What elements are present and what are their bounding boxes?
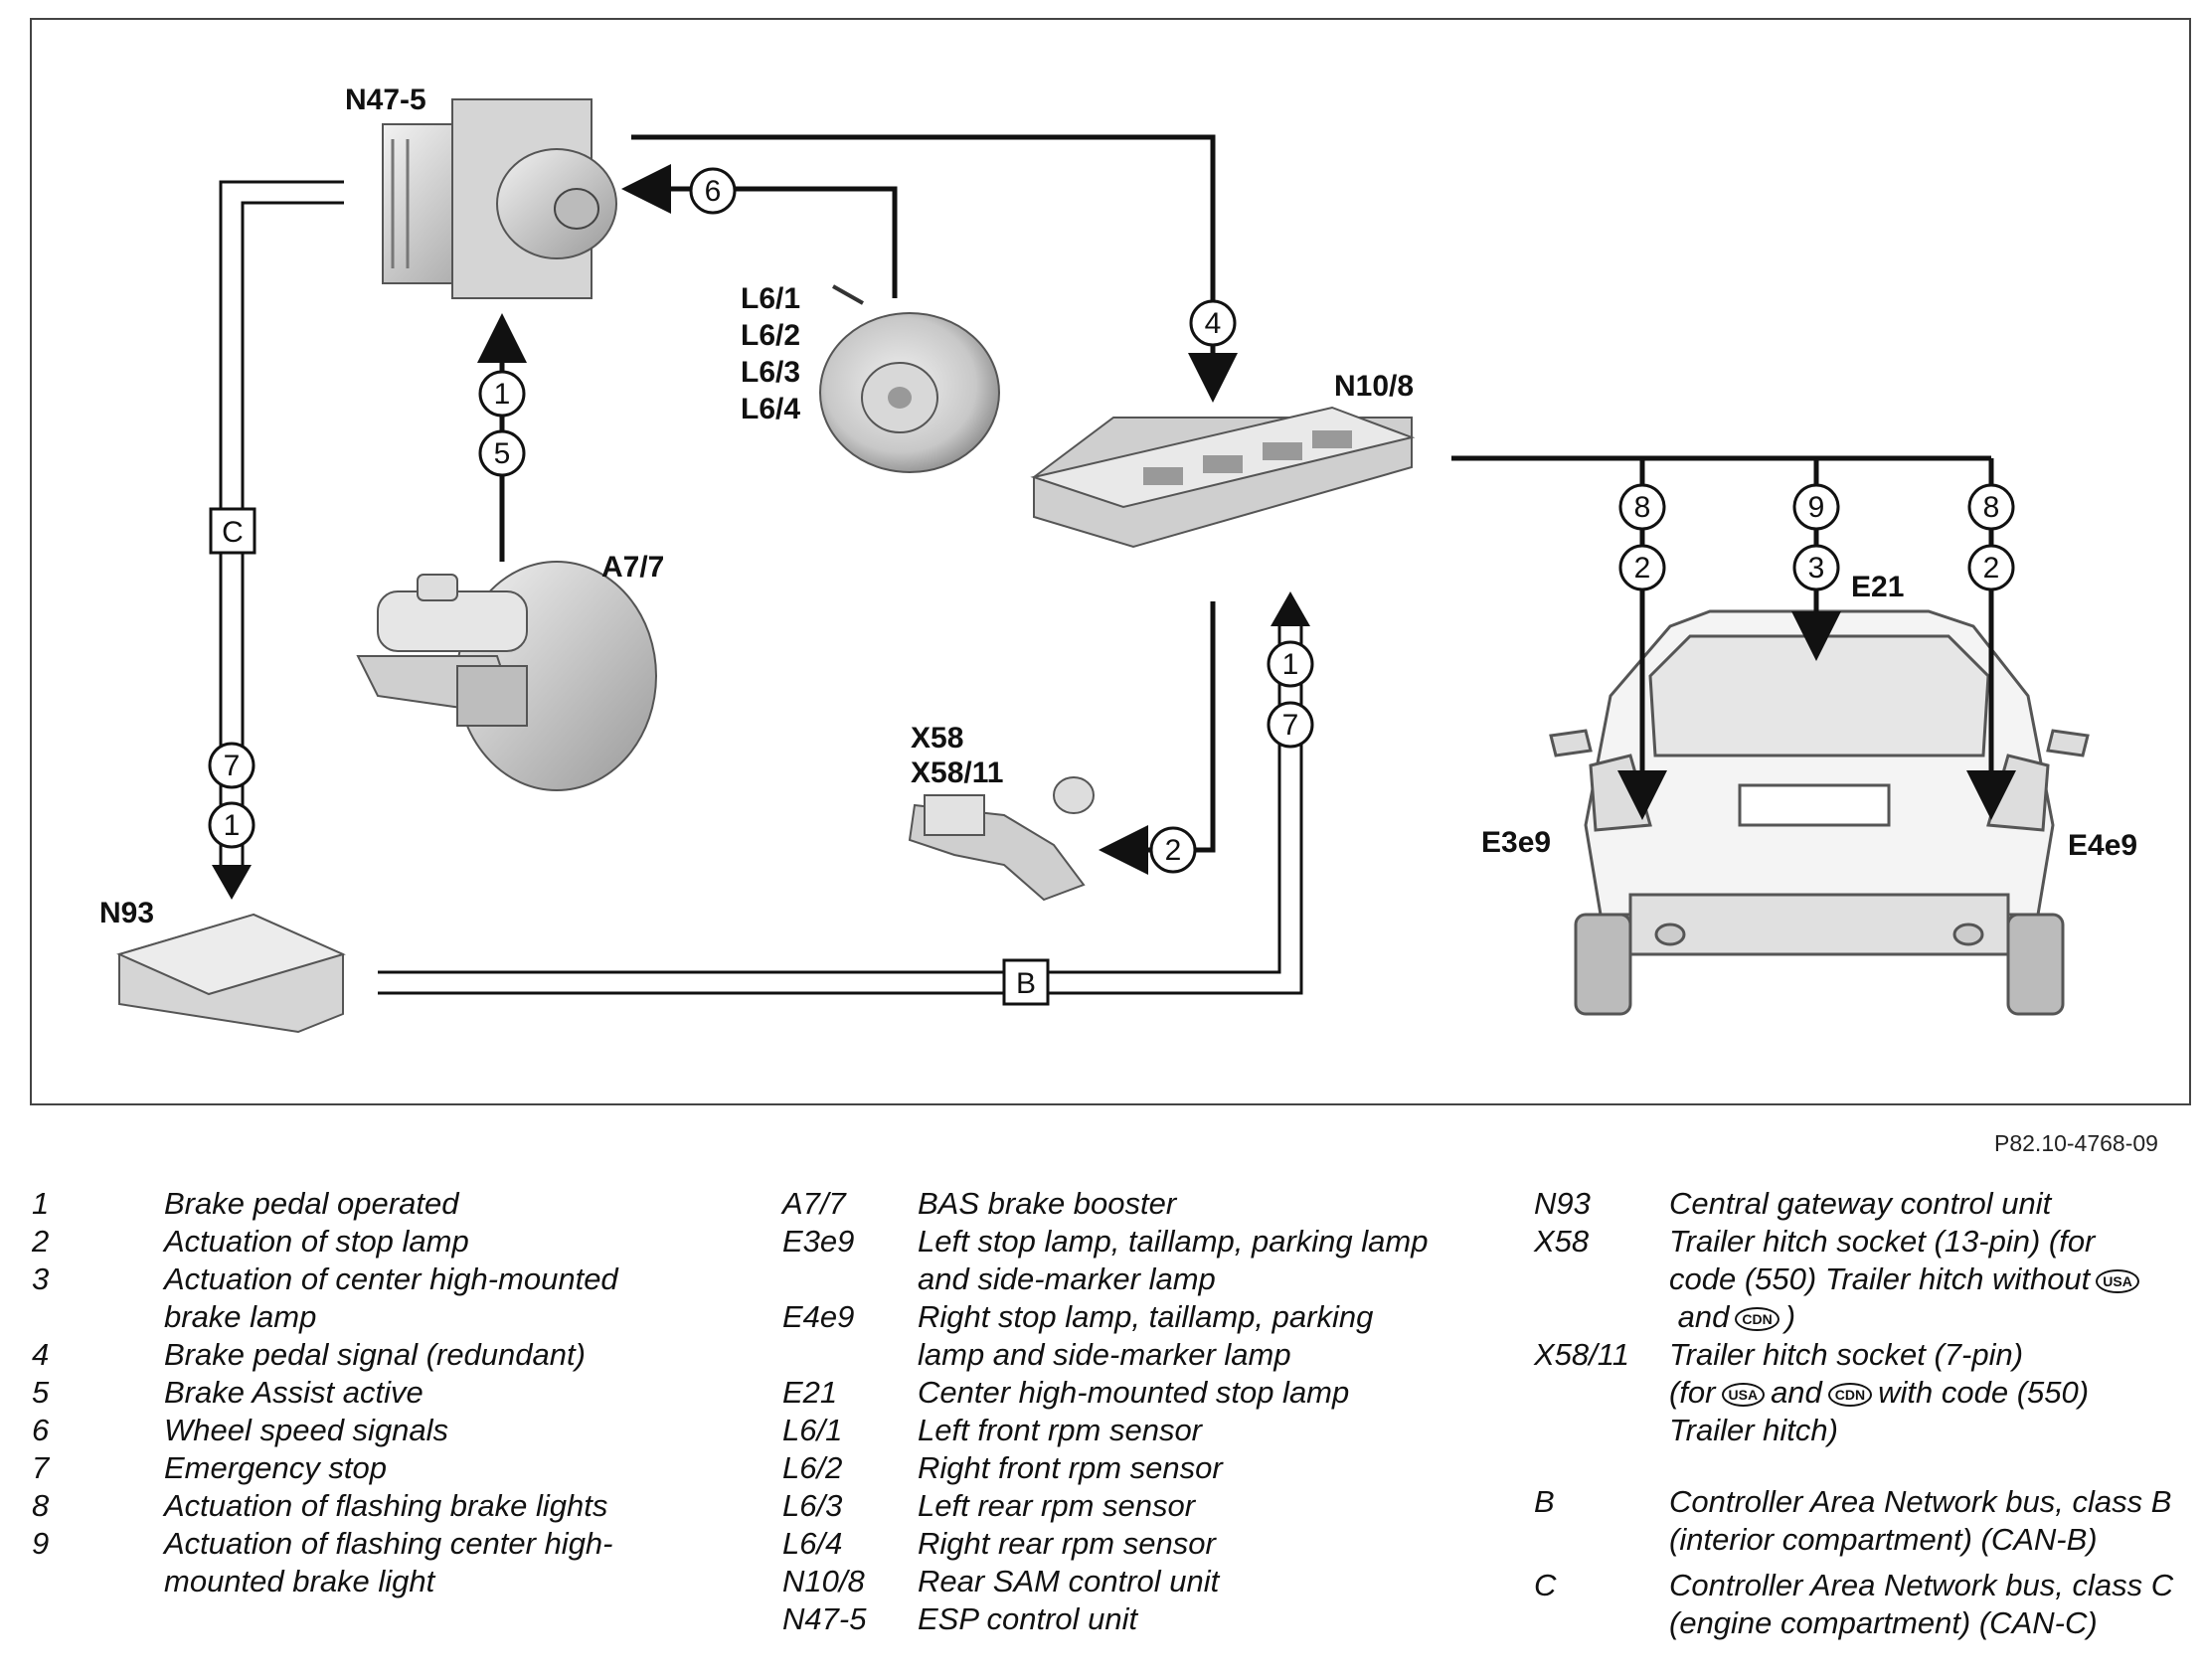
svg-text:6: 6 xyxy=(705,175,722,208)
marker-2-trailer: 2 xyxy=(1149,826,1197,874)
svg-text:8: 8 xyxy=(1634,491,1651,524)
marker-8-left-lamp: 8 xyxy=(1618,483,1666,531)
esp-control-unit-drawing xyxy=(382,98,617,299)
svg-text:9: 9 xyxy=(1808,491,1825,524)
marker-8-right-lamp: 8 xyxy=(1967,483,2015,531)
svg-text:7: 7 xyxy=(224,750,241,782)
svg-text:2: 2 xyxy=(1983,552,2000,585)
svg-text:2: 2 xyxy=(1634,552,1651,585)
brake-booster-drawing xyxy=(356,561,657,791)
svg-text:1: 1 xyxy=(494,378,511,411)
label-l6-2: L6/2 xyxy=(741,319,800,352)
usa-flag-icon: USA xyxy=(1721,1382,1766,1407)
legend-components-buses: N93 Central gateway control unit X58 Tra… xyxy=(1534,1185,2190,1642)
svg-text:5: 5 xyxy=(494,437,511,470)
marker-4-pedal-signal: 4 xyxy=(1189,299,1237,347)
svg-text:1: 1 xyxy=(224,809,241,842)
label-x58: X58 xyxy=(911,722,963,755)
can-c-arrowhead xyxy=(212,865,252,900)
svg-text:1: 1 xyxy=(1282,648,1299,681)
label-e3e9: E3e9 xyxy=(1481,826,1551,859)
marker-7-can-b: 7 xyxy=(1267,701,1314,749)
marker-6-wheel-speed: 6 xyxy=(689,167,737,215)
svg-text:2: 2 xyxy=(1165,834,1182,867)
vehicle-rear-view-drawing xyxy=(1549,609,2090,1016)
svg-text:4: 4 xyxy=(1205,307,1222,340)
svg-text:B: B xyxy=(1016,967,1036,1000)
brake-disc-drawing xyxy=(819,284,1000,473)
marker-1-can-c: 1 xyxy=(208,801,255,849)
sam-control-unit-drawing xyxy=(1030,406,1416,549)
label-l6-1: L6/1 xyxy=(741,282,800,315)
label-l6-4: L6/4 xyxy=(741,393,800,425)
marker-1-booster: 1 xyxy=(478,370,526,418)
marker-9-center-lamp: 9 xyxy=(1792,483,1840,531)
label-e21: E21 xyxy=(1851,571,1904,603)
marker-5-booster: 5 xyxy=(478,429,526,477)
bus-label-b: B xyxy=(1002,958,1050,1006)
marker-3-center-lamp: 3 xyxy=(1792,544,1840,591)
label-l6-3: L6/3 xyxy=(741,356,800,389)
trailer-hitch-drawing xyxy=(908,776,1095,902)
bus-label-c: C xyxy=(209,507,256,555)
svg-text:7: 7 xyxy=(1282,709,1299,742)
gateway-control-unit-drawing xyxy=(116,913,346,1034)
document-reference: P82.10-4768-09 xyxy=(1994,1130,2158,1156)
can-b-arrowhead xyxy=(1271,591,1310,626)
label-e4e9: E4e9 xyxy=(2068,829,2137,862)
label-n47-5: N47-5 xyxy=(345,84,426,116)
label-n10-8: N10/8 xyxy=(1334,370,1414,403)
marker-2-left-lamp: 2 xyxy=(1618,544,1666,591)
legend-row-n93: N93 Central gateway control unit xyxy=(1534,1186,2052,1221)
svg-text:8: 8 xyxy=(1983,491,2000,524)
cdn-flag-icon: CDN xyxy=(1735,1306,1779,1331)
legend-row-can-b: B Controller Area Network bus, class B (… xyxy=(1534,1484,2172,1557)
svg-text:3: 3 xyxy=(1808,552,1825,585)
label-n93: N93 xyxy=(99,897,154,929)
marker-1-can-b: 1 xyxy=(1267,640,1314,688)
legend-row-x58: X58 Trailer hitch socket (13-pin) (for c… xyxy=(1534,1223,2190,1336)
signal-markers: 1 5 6 4 8 2 9 3 8 2 7 1 1 7 2 xyxy=(208,167,2015,874)
label-a7-7: A7/7 xyxy=(601,551,664,584)
marker-2-right-lamp: 2 xyxy=(1967,544,2015,591)
can-c-bus xyxy=(219,180,344,865)
label-x58-11: X58/11 xyxy=(911,756,1003,789)
marker-7-can-c: 7 xyxy=(208,742,255,789)
legend-row-can-c: C Controller Area Network bus, class C (… xyxy=(1534,1568,2174,1640)
component-labels: N47-5 A7/7 L6/1 L6/2 L6/3 L6/4 N10/8 X58… xyxy=(99,84,2137,929)
wiring-diagram: 1 5 6 4 8 2 9 3 8 2 7 1 1 7 2 C B N47-5 … xyxy=(30,18,2191,1105)
legend-row-x58-11: X58/11 Trailer hitch socket (7-pin) (for… xyxy=(1534,1337,2090,1447)
usa-flag-icon: USA xyxy=(2096,1268,2139,1293)
svg-text:C: C xyxy=(222,516,244,549)
cdn-flag-icon: CDN xyxy=(1827,1382,1873,1407)
